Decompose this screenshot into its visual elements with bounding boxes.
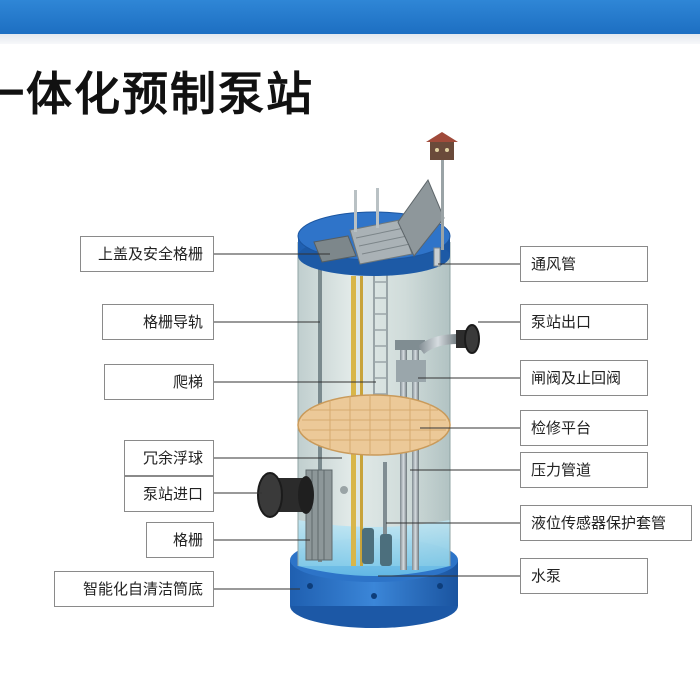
grating-and-pumps [305,469,392,566]
label-station-inlet: 泵站进口 [124,476,214,512]
label-self-cleaning-bottom: 智能化自清洁筒底 [54,571,214,607]
inlet-pipe [257,472,314,518]
label-level-sensor-sleeve: 液位传感器保护套管 [520,505,692,541]
maintenance-platform [297,394,451,456]
label-ladder: 爬梯 [104,364,214,400]
label-lid-and-safety-grate: 上盖及安全格栅 [80,236,214,272]
label-gate-and-check-valve: 闸阀及止回阀 [520,360,648,396]
label-pressure-pipe: 压力管道 [520,452,648,488]
label-maintenance-platform: 检修平台 [520,410,648,446]
outlet-flange [456,324,480,354]
page-title: 一体化预制泵站 [0,67,314,121]
banner-shadow [0,34,700,44]
top-banner [0,0,700,34]
label-grate: 格栅 [146,522,214,558]
label-redundant-float: 冗余浮球 [124,440,214,476]
leader-lines [214,253,520,590]
label-vent-pipe: 通风管 [520,246,648,282]
label-station-outlet: 泵站出口 [520,304,648,340]
label-grate-guide-rail: 格栅导轨 [102,304,214,340]
tank-lid [297,132,458,276]
label-water-pump: 水泵 [520,558,648,594]
